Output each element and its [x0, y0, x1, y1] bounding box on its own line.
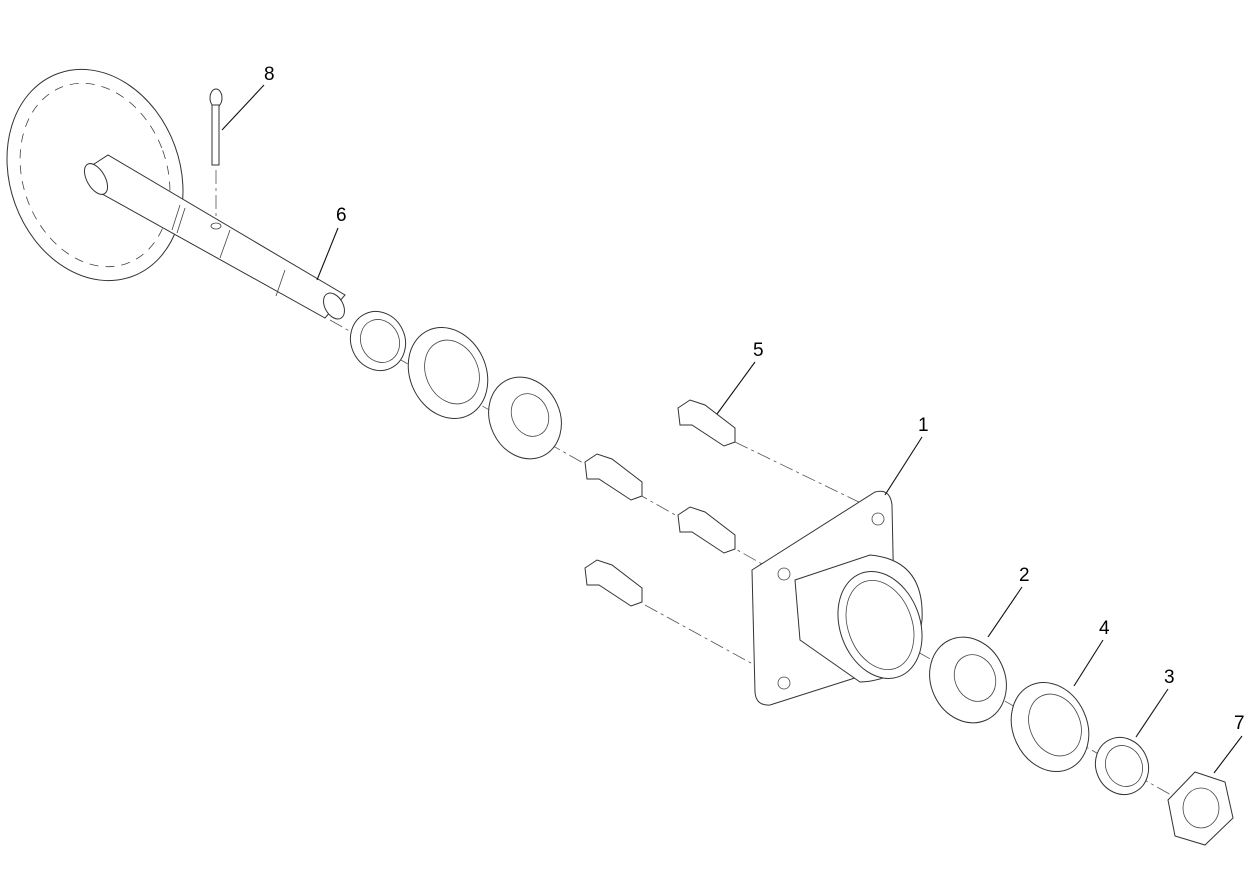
callout-7: 7 — [1234, 713, 1245, 734]
callout-8: 8 — [264, 64, 275, 85]
inner-spacer-icon — [349, 311, 407, 371]
callout-2: 2 — [1019, 565, 1030, 586]
leader-5 — [716, 361, 756, 415]
leader-2 — [987, 586, 1023, 638]
callout-5: 5 — [753, 340, 764, 361]
bolt-lower-icon — [584, 559, 643, 607]
bolt-upper-icon — [677, 399, 736, 447]
leader-7 — [1213, 735, 1243, 774]
castle-nut-icon — [1167, 771, 1234, 846]
shaft-icon — [83, 154, 346, 320]
callout-1: 1 — [918, 415, 929, 436]
flange-housing-icon — [751, 490, 923, 706]
callout-3: 3 — [1164, 667, 1175, 688]
leader-1 — [884, 436, 923, 496]
inner-seal-icon — [407, 326, 489, 420]
outer-bearing-icon — [929, 636, 1007, 724]
inner-bearing-icon — [488, 376, 562, 460]
leader-3 — [1135, 688, 1169, 738]
bolt-middle-left-icon — [584, 453, 643, 501]
bolt-middle-right-icon — [677, 506, 736, 554]
outer-spacer-icon — [1094, 737, 1150, 795]
leader-8 — [221, 84, 265, 131]
outer-seal-icon — [1010, 681, 1090, 773]
callout-6: 6 — [336, 205, 347, 226]
cotter-pin-icon — [209, 88, 223, 166]
leader-6 — [316, 227, 339, 281]
bolt-axis-upper — [734, 441, 866, 506]
bolt-axis-lower — [644, 604, 761, 669]
leader-4 — [1073, 639, 1104, 687]
callout-4: 4 — [1099, 618, 1110, 639]
